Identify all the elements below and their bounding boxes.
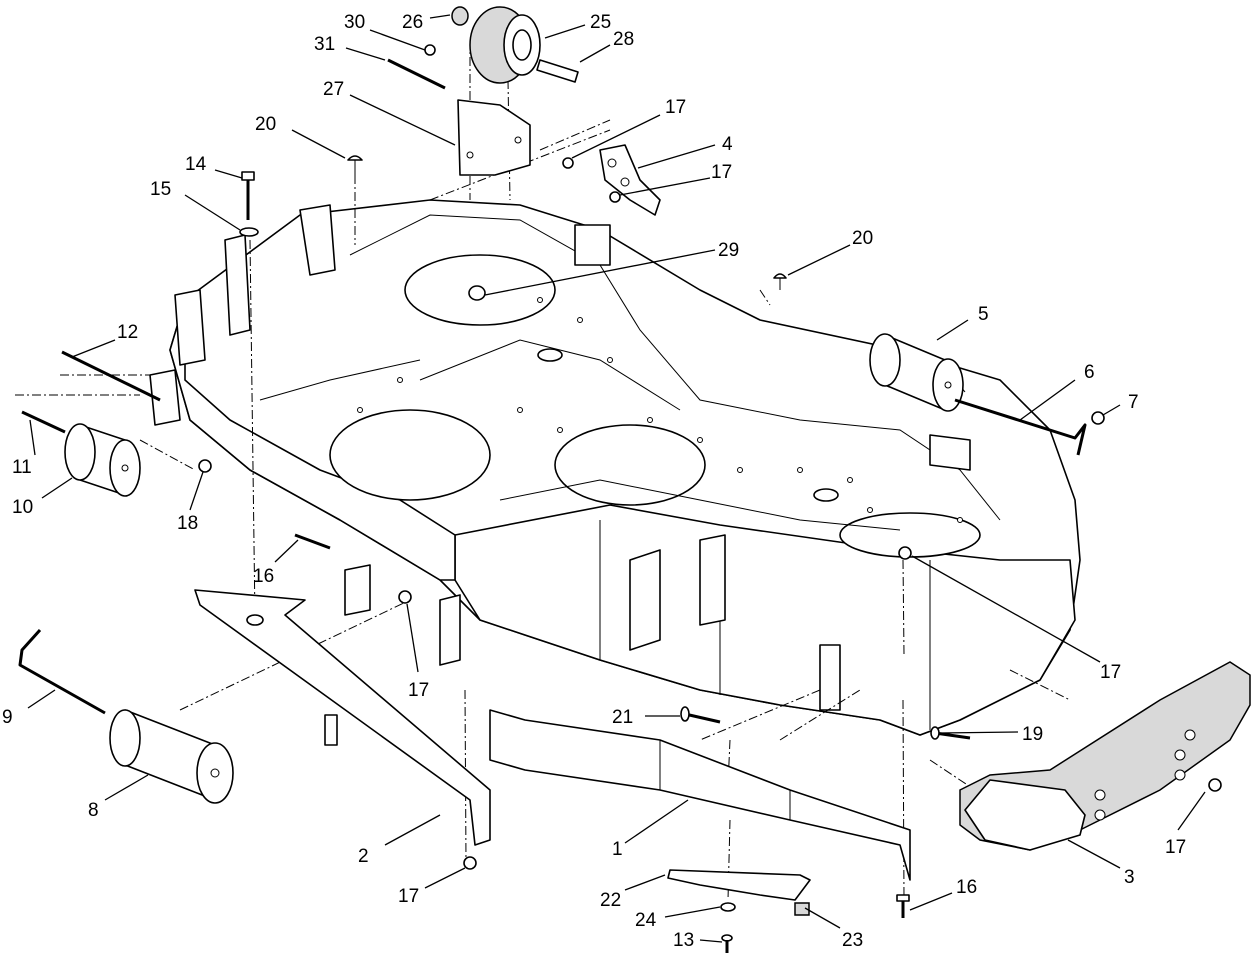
part-26-bushing xyxy=(451,6,469,26)
part-17-nut-left xyxy=(398,590,412,604)
callout-23: 23 xyxy=(842,930,863,951)
part-4-bracket xyxy=(599,144,661,216)
callout-2: 2 xyxy=(358,846,369,867)
part-21-bolt xyxy=(680,706,721,724)
part-15-washer xyxy=(239,227,259,237)
callout-17-bottom: 17 xyxy=(398,886,419,907)
part-16-bolt-left xyxy=(294,533,331,550)
part-18-nut xyxy=(198,459,212,473)
part-11-axle xyxy=(21,410,66,434)
callout-22: 22 xyxy=(600,890,621,911)
callout-10: 10 xyxy=(12,497,33,518)
callout-11: 11 xyxy=(12,457,32,478)
part-16-bolt-right xyxy=(896,894,910,918)
part-6-axle xyxy=(954,398,1087,456)
callout-6: 6 xyxy=(1084,362,1095,383)
callout-7: 7 xyxy=(1128,392,1139,413)
leader-lines xyxy=(27,14,1206,943)
part-17-nut-right xyxy=(898,546,912,560)
callout-27: 27 xyxy=(323,79,344,100)
callout-17-top: 17 xyxy=(665,97,686,118)
part-9-axle xyxy=(18,628,106,715)
part-7-nut xyxy=(1091,411,1105,425)
callout-31: 31 xyxy=(314,34,335,55)
part-23-clip xyxy=(794,902,810,916)
mower-deck xyxy=(149,199,1081,736)
callout-3: 3 xyxy=(1124,867,1135,888)
callout-28: 28 xyxy=(613,29,634,50)
part-2-bracket xyxy=(194,589,491,846)
callout-17-deck: 17 xyxy=(1100,662,1121,683)
callout-14: 14 xyxy=(185,154,207,175)
part-17-nut-bumper xyxy=(1208,778,1222,792)
callout-9: 9 xyxy=(2,707,13,728)
callout-18: 18 xyxy=(177,513,198,534)
callout-13: 13 xyxy=(673,930,694,951)
callout-20-right: 20 xyxy=(852,228,873,249)
callout-5: 5 xyxy=(978,304,989,325)
callout-17-left: 17 xyxy=(408,680,429,701)
callout-12: 12 xyxy=(117,322,138,343)
part-12-bolt xyxy=(61,350,161,402)
part-3-bumper xyxy=(959,661,1251,851)
part-17-nut-bottom xyxy=(463,856,477,870)
callout-26: 26 xyxy=(402,12,423,33)
callout-19: 19 xyxy=(1022,724,1043,745)
callout-21: 21 xyxy=(612,707,633,728)
deck-holes xyxy=(357,297,963,523)
part-13-bolt xyxy=(721,934,733,953)
part-17-nut-top xyxy=(562,157,621,203)
part-30-nut xyxy=(424,44,436,56)
callout-29: 29 xyxy=(718,240,739,261)
part-14-bolt xyxy=(241,171,255,220)
part-20-carriage-bolts xyxy=(347,155,787,290)
callout-4: 4 xyxy=(722,134,733,155)
callout-20-left: 20 xyxy=(255,114,276,135)
part-1-baffle xyxy=(489,709,911,881)
part-27-caster-bracket xyxy=(457,99,531,176)
callout-1: 1 xyxy=(612,839,623,860)
part-31-bolt xyxy=(387,58,446,90)
callout-15: 15 xyxy=(150,179,171,200)
callout-labels: 1 2 3 4 5 6 7 8 9 10 11 12 13 14 15 16 1… xyxy=(2,12,1186,951)
part-22-plate xyxy=(667,869,811,901)
callout-24: 24 xyxy=(635,910,657,931)
part-29-plug xyxy=(468,285,486,301)
part-5-roller xyxy=(869,333,964,412)
part-24-washer xyxy=(720,902,736,912)
part-28-axle-spacer xyxy=(536,59,579,83)
part-10-roller xyxy=(64,423,141,497)
part-8-roller xyxy=(109,709,234,804)
callout-16-right: 16 xyxy=(956,877,977,898)
part-25-caster-wheel xyxy=(469,6,541,84)
callout-16-left: 16 xyxy=(253,566,274,587)
callout-17-bumper: 17 xyxy=(1165,837,1186,858)
callout-25: 25 xyxy=(590,12,611,33)
callout-8: 8 xyxy=(88,800,99,821)
callout-17-bracket: 17 xyxy=(711,162,732,183)
part-19-bolt xyxy=(930,726,971,740)
callout-30: 30 xyxy=(344,12,365,33)
